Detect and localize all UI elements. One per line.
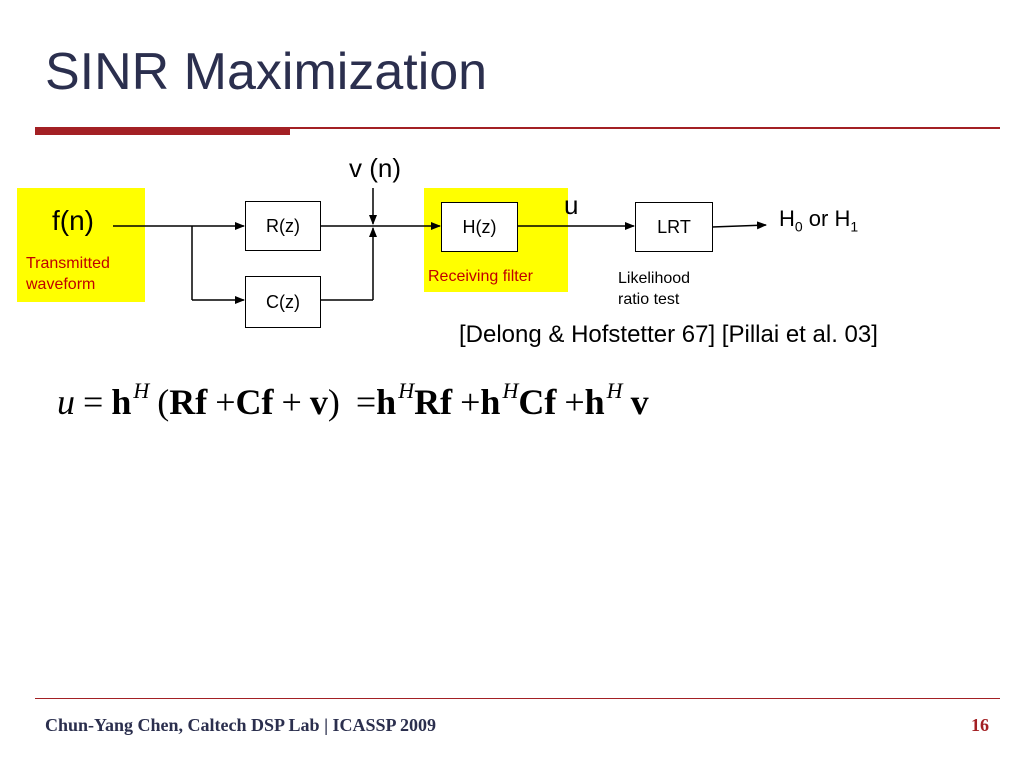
title-rule-thin: [290, 127, 1000, 129]
eq-plus-1: +: [215, 382, 236, 422]
input-label: f(n): [52, 205, 94, 236]
page-number: 16: [971, 715, 989, 735]
eq-plus-3: +: [460, 382, 481, 422]
eq-u: u: [57, 382, 75, 422]
footer-conference: ICASSP 2009: [332, 715, 437, 735]
block-h: H(z): [441, 202, 518, 252]
input-highlight: [17, 188, 145, 302]
eq-Cf-2: Cf: [518, 382, 557, 422]
footer: Chun-Yang Chen, Caltech DSP Lab | ICASSP…: [45, 715, 436, 736]
eq-lparen: (: [157, 382, 170, 422]
title-rule-thick: [35, 127, 290, 135]
eq-Rf-1: Rf: [169, 382, 208, 422]
eq-h-1: h: [111, 382, 132, 422]
lrt-caption-line1: Likelihood: [618, 270, 691, 287]
footer-author: Chun-Yang Chen, Caltech DSP Lab: [45, 715, 320, 735]
slide-title: SINR Maximization: [45, 43, 488, 101]
eq-sup-2: H: [398, 378, 415, 403]
input-caption: Transmitted waveform: [26, 253, 110, 295]
eq-plus-2: +: [281, 382, 302, 422]
eq-sup-3: H: [502, 378, 519, 403]
eq-sup-1: H: [133, 378, 150, 403]
eq-v-1: v: [309, 382, 328, 422]
eq-rparen: ): [327, 382, 340, 422]
input-caption-line1: Transmitted: [26, 255, 110, 272]
output-label: H0 or H1: [779, 206, 859, 235]
eq-h-3: h: [480, 382, 501, 422]
block-lrt: LRT: [635, 202, 713, 252]
receiving-filter-label: Receiving filter: [428, 268, 533, 285]
noise-label: v (n): [349, 153, 401, 183]
eq-h-2: h: [376, 382, 397, 422]
footer-separator: |: [319, 715, 333, 735]
u-label: u: [564, 190, 579, 220]
block-r: R(z): [245, 201, 321, 251]
eq-equals-1: =: [83, 382, 104, 422]
eq-sup-4: H: [606, 378, 623, 403]
lrt-caption: Likelihood ratio test: [618, 268, 690, 310]
block-c: C(z): [245, 276, 321, 328]
eq-Cf-1: Cf: [235, 382, 274, 422]
eq-Rf-2: Rf: [414, 382, 453, 422]
eq-v-2: v: [630, 382, 649, 422]
eq-plus-4: +: [564, 382, 585, 422]
lrt-caption-line2: ratio test: [618, 291, 680, 308]
eq-h-4: h: [584, 382, 605, 422]
input-caption-line2: waveform: [26, 276, 96, 293]
eq-equals-2: =: [355, 382, 377, 422]
citation: [Delong & Hofstetter 67] [Pillai et al. …: [459, 321, 878, 348]
footer-rule: [35, 698, 1000, 699]
